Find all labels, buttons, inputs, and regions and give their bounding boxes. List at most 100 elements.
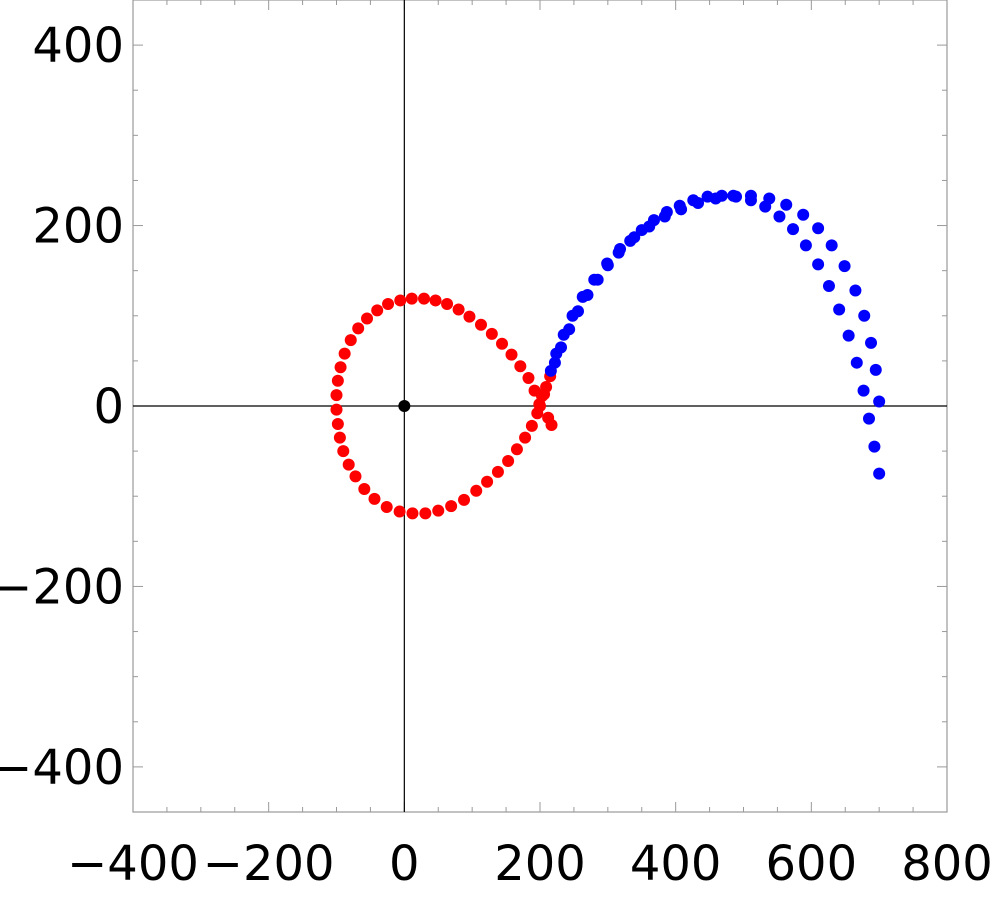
data-point	[352, 322, 365, 335]
data-point	[812, 258, 825, 271]
y-tick-label: −400	[0, 740, 124, 796]
x-tick-label: −200	[203, 836, 335, 892]
x-tick-label: 800	[901, 836, 993, 892]
data-point	[470, 484, 483, 497]
x-tick-labels: −400−200 0 200 400 600 800	[67, 836, 993, 892]
data-point	[510, 443, 523, 456]
data-point	[727, 189, 740, 202]
data-point	[398, 400, 411, 412]
data-point	[692, 197, 705, 209]
data-point	[441, 298, 454, 311]
data-point	[358, 483, 371, 496]
data-point	[763, 192, 776, 205]
data-point	[368, 492, 381, 505]
data-point	[869, 363, 882, 376]
minor-ticks	[133, 0, 947, 813]
data-point	[628, 231, 641, 244]
x-tick-label: 0	[389, 836, 420, 892]
x-tick-label: 200	[494, 836, 586, 892]
data-point	[833, 303, 846, 316]
data-point	[505, 348, 518, 361]
data-point	[333, 431, 346, 444]
data-point	[330, 403, 343, 416]
data-point	[825, 239, 838, 252]
data-point	[522, 372, 535, 385]
data-point	[361, 312, 374, 325]
data-point	[858, 309, 871, 322]
data-point	[463, 310, 476, 323]
data-point	[538, 388, 551, 401]
data-point	[799, 239, 812, 252]
data-point	[502, 455, 515, 468]
data-point	[588, 273, 601, 286]
data-point	[865, 336, 878, 349]
y-tick-label: −200	[0, 559, 124, 615]
data-point	[857, 384, 870, 397]
x-tick-label: 400	[630, 836, 722, 892]
series-0	[330, 292, 558, 520]
data-point	[382, 298, 395, 311]
data-point	[405, 292, 418, 305]
data-point	[474, 318, 487, 331]
data-point	[601, 257, 614, 270]
data-point	[337, 445, 350, 458]
data-point	[393, 505, 406, 518]
data-point	[531, 407, 544, 420]
data-point	[787, 223, 800, 236]
data-point	[349, 470, 362, 483]
data-point	[557, 328, 570, 341]
data-point	[458, 493, 471, 506]
data-point	[406, 507, 419, 520]
data-points	[330, 189, 886, 520]
data-point	[566, 309, 579, 322]
y-tick-label: 0	[93, 379, 124, 435]
data-point	[496, 337, 509, 350]
data-point	[519, 431, 532, 444]
data-point	[822, 280, 835, 293]
data-point	[334, 361, 347, 374]
x-tick-label: 600	[766, 836, 858, 892]
data-point	[849, 284, 862, 297]
data-point	[344, 334, 357, 347]
data-point	[380, 501, 393, 514]
data-point	[744, 189, 757, 202]
data-point	[491, 465, 504, 478]
data-point	[432, 504, 445, 517]
data-point	[550, 347, 563, 360]
y-tick-label: 200	[32, 199, 124, 255]
data-point	[850, 356, 863, 369]
data-point	[773, 210, 786, 223]
data-point	[576, 290, 589, 303]
data-point	[514, 360, 527, 373]
data-point	[873, 395, 886, 408]
data-point	[371, 304, 384, 317]
data-point	[545, 418, 558, 431]
data-point	[452, 303, 465, 316]
data-point	[842, 329, 855, 342]
data-point	[544, 364, 557, 377]
data-point	[485, 327, 498, 340]
data-point	[868, 440, 881, 453]
data-point	[330, 389, 343, 402]
data-point	[331, 418, 344, 431]
data-point	[429, 294, 442, 307]
data-point	[862, 412, 875, 425]
x-tick-label: −400	[67, 836, 199, 892]
data-point	[873, 467, 886, 480]
y-tick-label: 400	[32, 18, 124, 74]
data-point	[838, 260, 851, 273]
data-point	[419, 507, 432, 520]
data-point	[614, 243, 627, 256]
data-point	[643, 220, 656, 233]
data-point	[394, 294, 407, 307]
data-point	[342, 458, 355, 471]
data-point	[812, 222, 825, 235]
data-point	[481, 475, 494, 488]
data-point	[445, 500, 458, 513]
y-tick-labels: −400 −200 0 200 400	[0, 18, 124, 796]
data-point	[797, 208, 810, 221]
data-point	[658, 210, 671, 223]
data-point	[338, 347, 351, 360]
